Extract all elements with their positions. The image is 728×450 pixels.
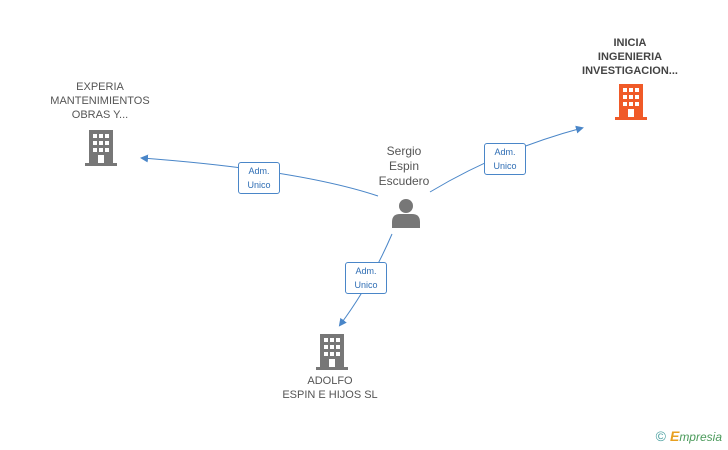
company-label-line: INVESTIGACION... [582,65,678,77]
company-label-line: ESPIN E HIJOS SL [282,389,378,401]
role-box-experia[interactable]: Adm. Unico [238,162,280,194]
brand-footer: © Empresia [656,428,722,444]
company-label-line: INGENIERIA [597,51,663,63]
brand-rest: mpresia [679,430,722,444]
copyright-icon: © [655,428,666,444]
building-icon[interactable] [316,334,348,370]
role-box-inicia[interactable]: Adm. Unico [484,143,526,175]
role-label: Adm. [248,166,270,176]
company-label-line: MANTENIMIENTOS [50,95,150,107]
role-label: Unico [354,280,378,290]
company-label-line: EXPERIA [76,81,124,93]
role-label: Unico [247,180,271,190]
role-label: Unico [493,161,517,171]
company-label-line: INICIA [613,37,647,49]
company-label-adolfo[interactable]: ADOLFO ESPIN E HIJOS SL [270,374,390,402]
empresia-logo[interactable]: Empresia [670,428,722,444]
edge-to-experia [140,154,379,197]
company-label-experia[interactable]: EXPERIA MANTENIMIENTOS OBRAS Y... [40,80,160,122]
person-label-line: Espin [388,159,420,173]
person-icon[interactable] [392,198,420,228]
person-label-line: Sergio [386,144,422,158]
role-label: Adm. [494,147,516,157]
role-label: Adm. [355,266,377,276]
building-icon[interactable] [615,84,647,120]
role-box-adolfo[interactable]: Adm. Unico [345,262,387,294]
company-label-inicia[interactable]: INICIA INGENIERIA INVESTIGACION... [570,36,690,78]
person-label[interactable]: Sergio Espin Escudero [364,144,444,189]
brand-first-letter: E [669,428,680,444]
person-label-line: Escudero [378,174,430,188]
building-icon[interactable] [85,130,117,166]
company-label-line: ADOLFO [307,375,353,387]
company-label-line: OBRAS Y... [71,109,129,121]
